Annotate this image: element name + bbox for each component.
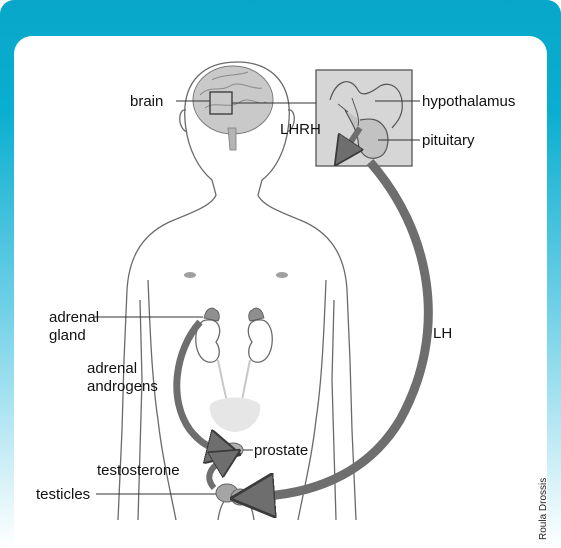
label-lhrh: LHRH	[280, 121, 321, 138]
label-adrenal-gland-line1: adrenal	[49, 309, 99, 326]
label-hypothalamus: hypothalamus	[422, 93, 515, 110]
adrenal-gland-right	[249, 308, 264, 321]
label-testosterone: testosterone	[97, 462, 180, 479]
prostate-organ	[223, 443, 243, 457]
label-lh: LH	[433, 325, 452, 342]
label-brain: brain	[130, 93, 163, 110]
image-credit: Roula Drossis	[538, 478, 549, 540]
label-testicles: testicles	[36, 486, 90, 503]
kidneys	[196, 320, 273, 362]
adrenal-gland-left	[204, 308, 219, 321]
testicles-organ	[216, 484, 249, 505]
testosterone-arrow	[209, 462, 220, 488]
nipple-left	[184, 272, 196, 278]
bladder	[210, 398, 260, 433]
label-pituitary: pituitary	[422, 132, 475, 149]
pituitary-inset	[316, 70, 412, 166]
label-prostate: prostate	[254, 442, 308, 459]
label-adrenal-androgens-line1: adrenal	[87, 360, 137, 377]
label-adrenal-gland-line2: gland	[49, 327, 86, 344]
label-adrenal-androgens-line2: androgens	[87, 378, 158, 395]
nipple-right	[276, 272, 288, 278]
brain-illustration	[193, 66, 273, 150]
